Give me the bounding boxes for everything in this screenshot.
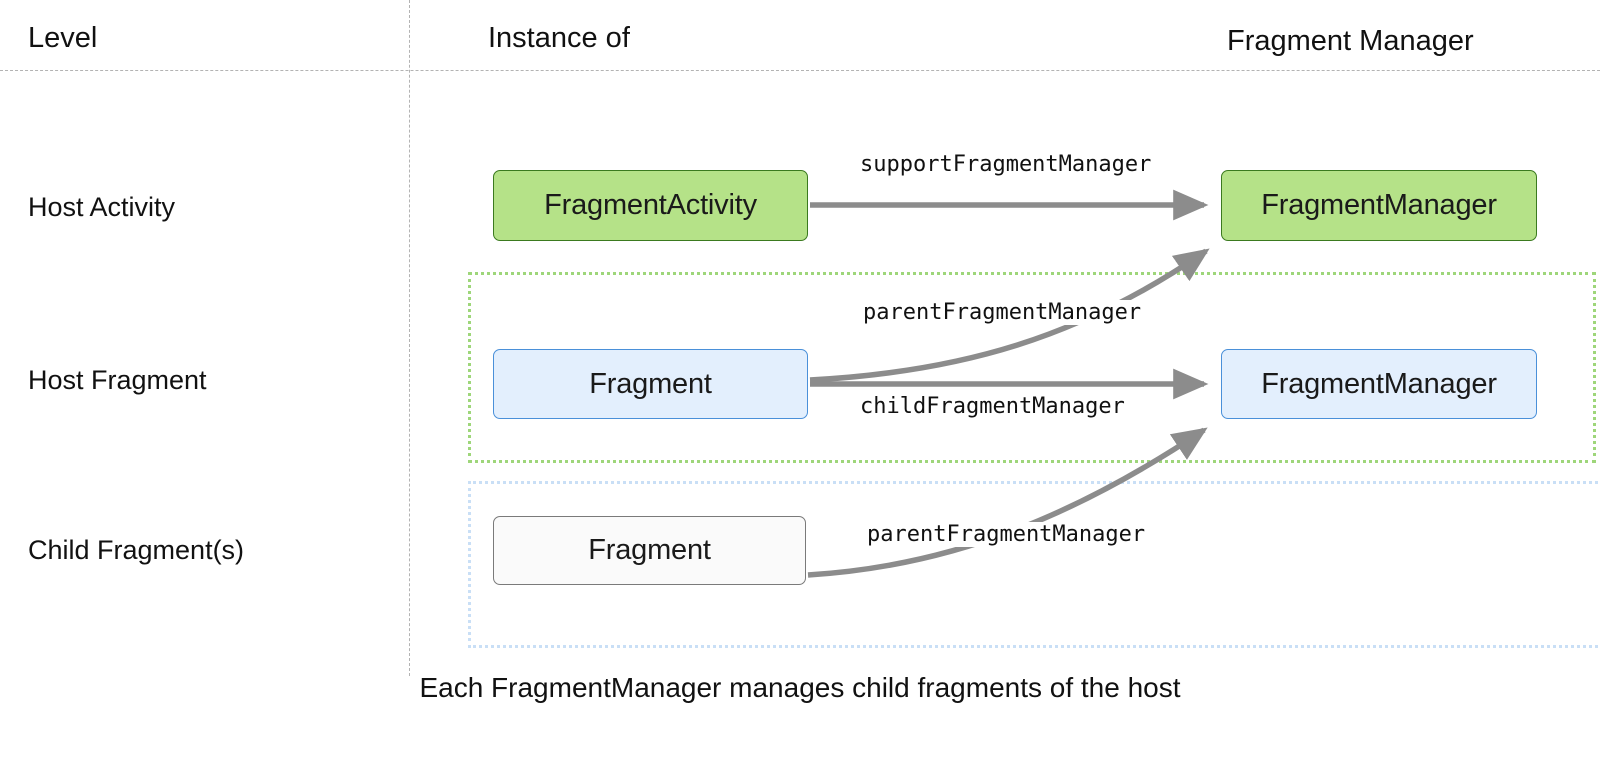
row-label-child-fragment: Child Fragment(s) bbox=[28, 535, 245, 565]
node-fragment-activity[interactable]: FragmentActivity bbox=[493, 170, 808, 241]
column-header-fragment-manager: Fragment Manager bbox=[1227, 25, 1474, 57]
edge-label-support-fragment-manager: supportFragmentManager bbox=[858, 152, 1154, 177]
row-label-host-fragment: Host Fragment bbox=[28, 365, 207, 395]
diagram-caption: Each FragmentManager manages child fragm… bbox=[419, 672, 1181, 703]
node-fragment-host[interactable]: Fragment bbox=[493, 349, 808, 419]
column-header-instance-of: Instance of bbox=[488, 22, 630, 54]
header-divider-horizontal bbox=[0, 70, 1600, 71]
edge-label-parent-fragment-manager-child: parentFragmentManager bbox=[865, 522, 1148, 547]
edge-label-child-fragment-manager: childFragmentManager bbox=[858, 394, 1127, 419]
node-fragment-child[interactable]: Fragment bbox=[493, 516, 806, 585]
row-label-host-activity: Host Activity bbox=[28, 192, 176, 222]
edge-label-parent-fragment-manager-host: parentFragmentManager bbox=[861, 300, 1144, 325]
node-fragment-manager-activity[interactable]: FragmentManager bbox=[1221, 170, 1537, 241]
column-header-level: Level bbox=[28, 22, 98, 54]
node-fragment-manager-host[interactable]: FragmentManager bbox=[1221, 349, 1537, 419]
column-divider-vertical bbox=[409, 0, 410, 676]
